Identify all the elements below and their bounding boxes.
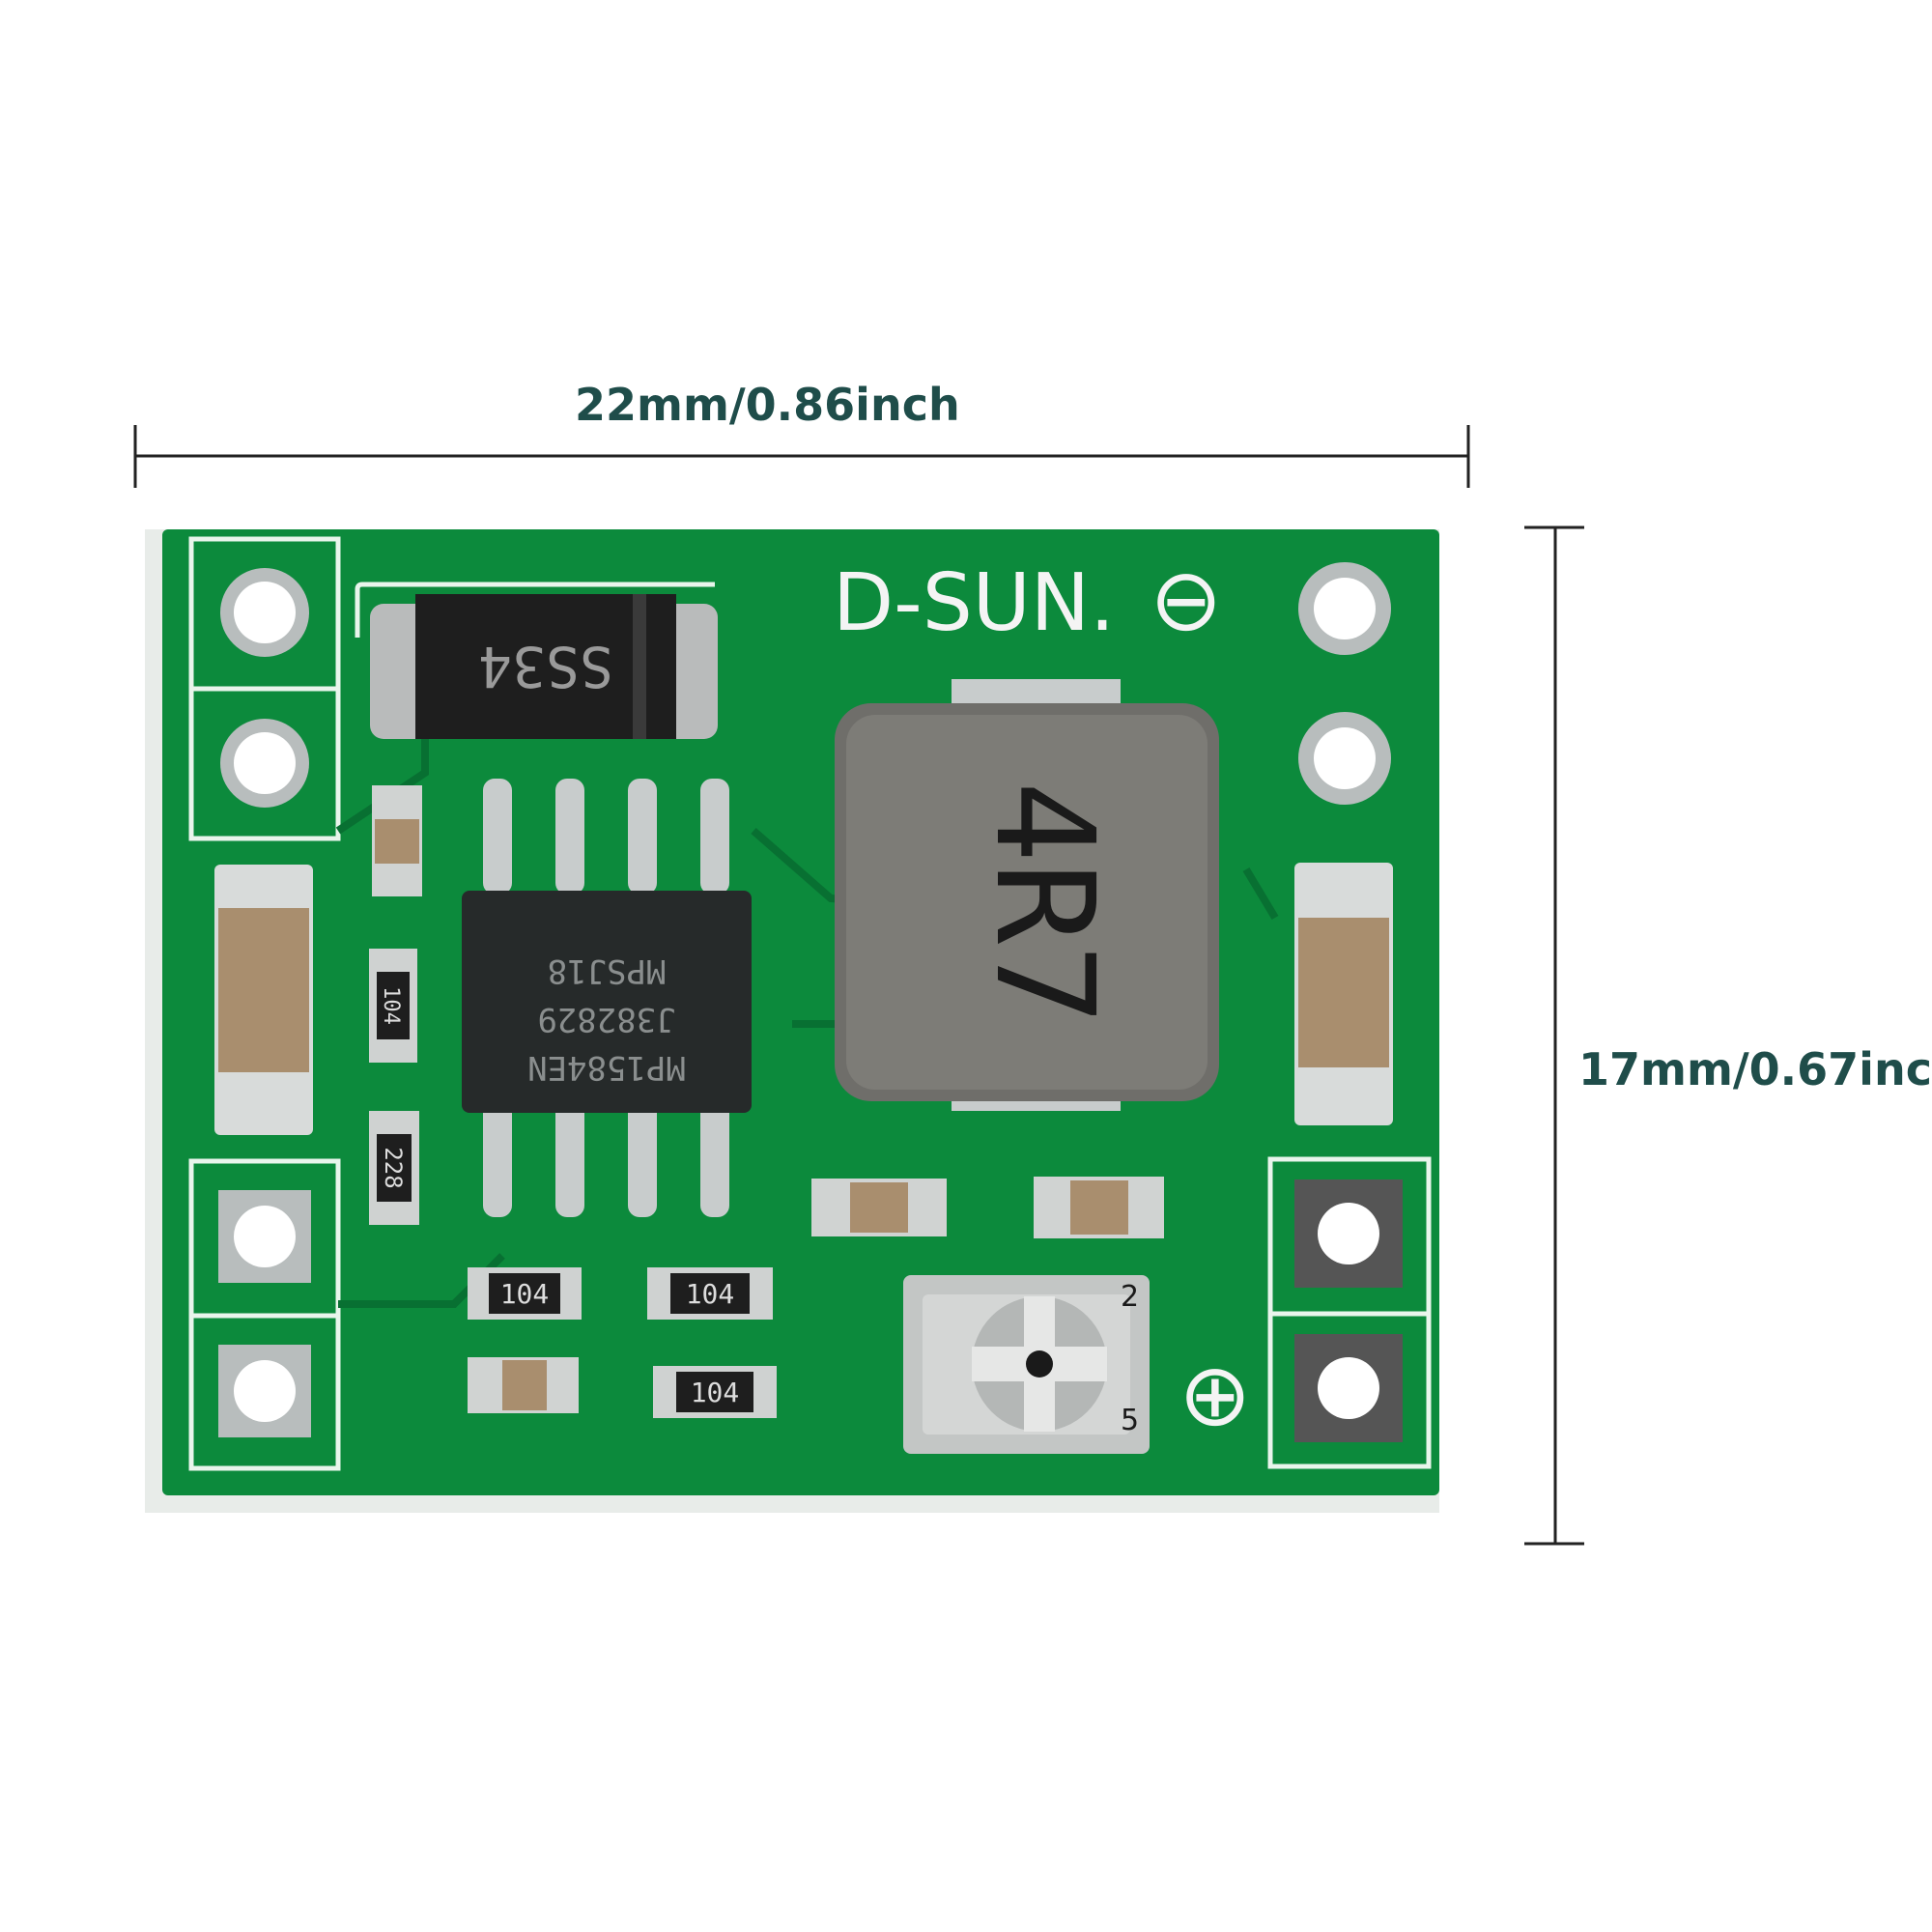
- plus-symbol: ⊕: [1179, 1345, 1251, 1446]
- resistors: 104 228 104 104 104: [369, 949, 777, 1418]
- right-pin-holes: [1294, 562, 1403, 1442]
- resistor-label-228: 228: [380, 1147, 407, 1188]
- capacitor-right: [1294, 863, 1393, 1125]
- diode-marking: SS34: [478, 634, 613, 699]
- capacitor-left: [214, 865, 313, 1135]
- resistor-label-104-c: 104: [686, 1278, 735, 1310]
- pin-hole: [218, 1345, 311, 1437]
- schottky-diode: SS34: [370, 594, 718, 739]
- pin-hole: [218, 1190, 311, 1283]
- minus-symbol: ⊖: [1150, 550, 1222, 651]
- pcb-board: [145, 529, 1439, 1513]
- inductor: 4R7: [835, 679, 1219, 1111]
- width-dimension-line: [133, 425, 1470, 488]
- ic-line-3: MPSJ18: [548, 952, 667, 990]
- capacitor-small: [372, 785, 1164, 1413]
- inductor-marking: 4R7: [965, 781, 1122, 1026]
- pot-mark-5: 5: [1121, 1404, 1139, 1437]
- height-dimension-label: 17mm/0.67inch: [1578, 1043, 1932, 1095]
- brand-text: D-SUN.: [833, 557, 1115, 649]
- height-dimension-line: [1524, 526, 1584, 1546]
- mp1584-ic: MP1584EN J382829 MPSJ18: [462, 779, 752, 1217]
- resistor-label-104-b: 104: [500, 1278, 550, 1310]
- pin-hole: [220, 568, 309, 657]
- pin-hole: [220, 719, 309, 808]
- resistor-label-104-d: 104: [691, 1377, 740, 1408]
- left-pin-holes: [218, 568, 311, 1437]
- pot-mark-2: 2: [1121, 1280, 1139, 1314]
- trim-potentiometer[interactable]: 2 5: [903, 1275, 1150, 1454]
- ic-line-2: J382829: [537, 1000, 675, 1038]
- width-dimension-label: 22mm/0.86inch: [575, 379, 960, 431]
- ic-line-1: MP1584EN: [527, 1048, 686, 1087]
- resistor-label-vertical: 104: [379, 986, 403, 1025]
